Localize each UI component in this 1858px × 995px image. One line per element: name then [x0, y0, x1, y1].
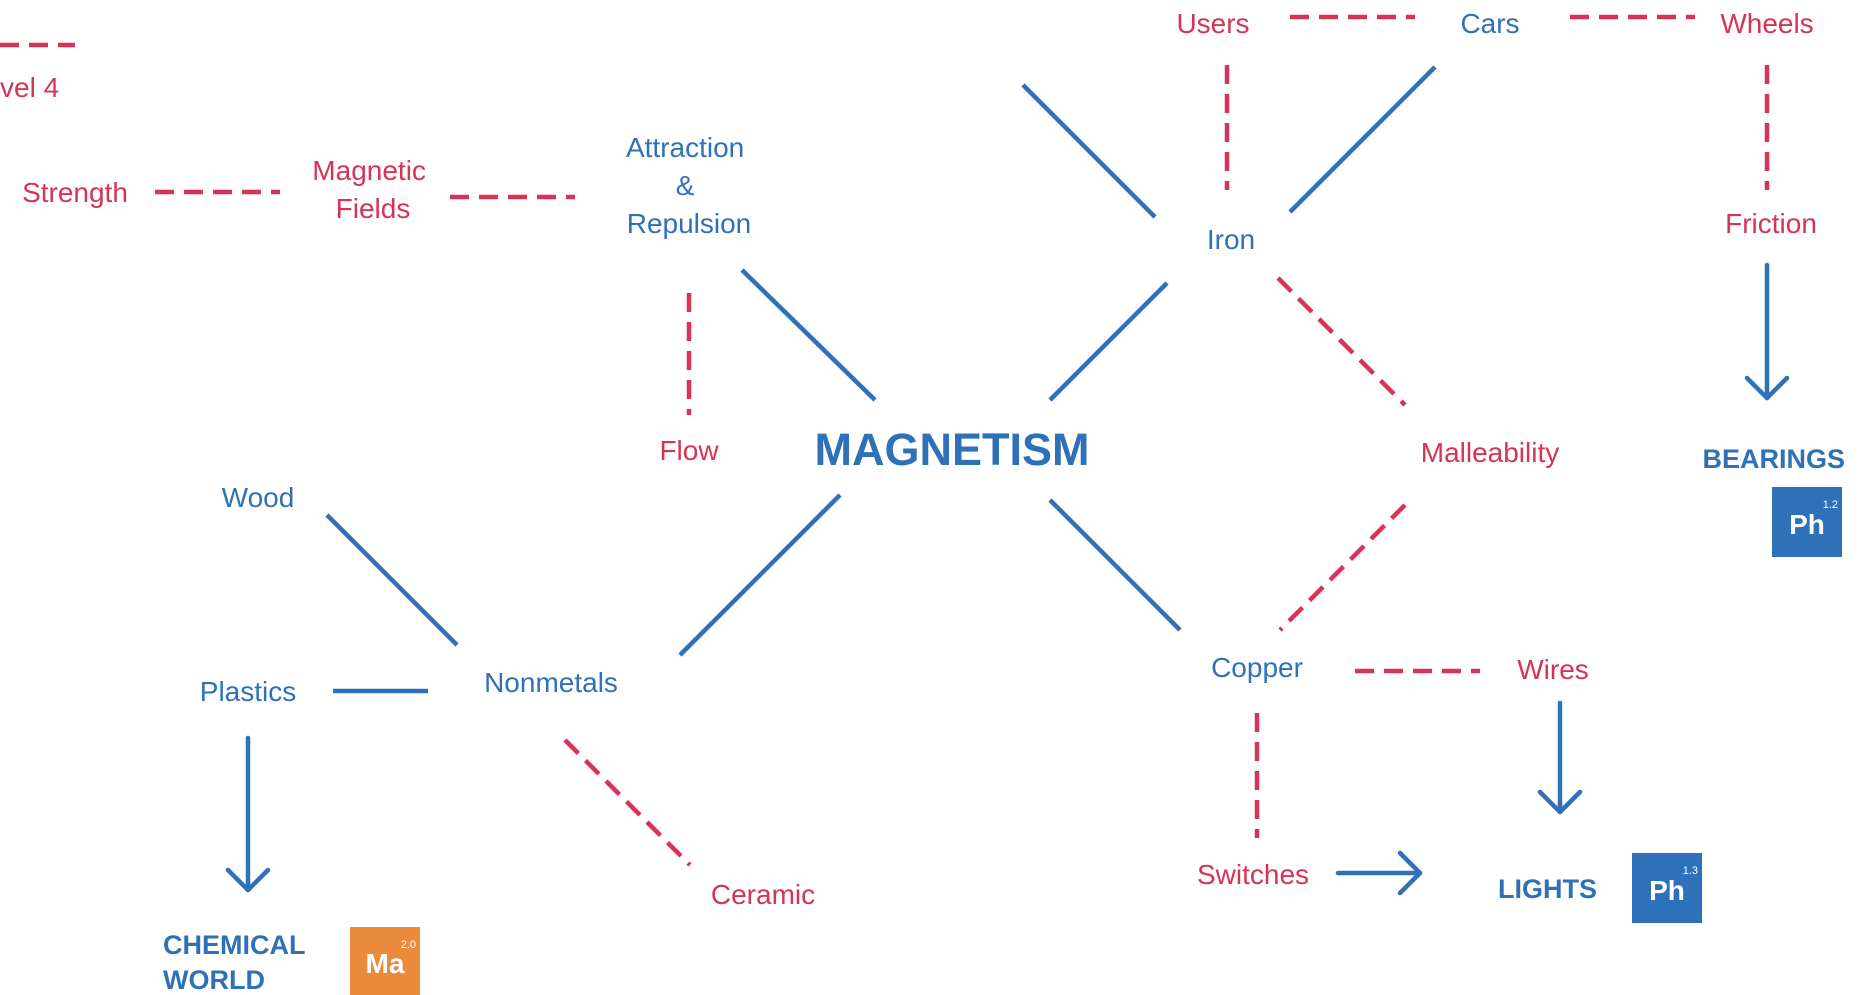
node-wires: Wires [1517, 654, 1589, 685]
node-copper: Copper [1211, 652, 1303, 683]
badge-bearings-number: 1.2 [1823, 499, 1838, 511]
link-magnetism-attraction [740, 268, 877, 402]
badge-bearings-symbol: Ph [1789, 509, 1825, 540]
badge-chemical-world-symbol: Ma [366, 948, 405, 979]
badge-chemical-world-number: 2.0 [401, 939, 416, 951]
link-nonmetals-ceramic [563, 738, 692, 867]
link-iron-cars [1288, 65, 1437, 214]
node-wood: Wood [222, 482, 295, 513]
badge-bearings: Ph 1.2 [1772, 487, 1842, 557]
node-strength: Strength [22, 177, 128, 208]
node-users: Users [1176, 8, 1249, 39]
legend-label: vel 4 [0, 72, 59, 103]
node-ceramic: Ceramic [711, 879, 815, 910]
link-iron-malleability [1276, 276, 1407, 407]
arrow-friction-bearings [1744, 262, 1790, 401]
node-cars: Cars [1460, 8, 1519, 39]
node-magnetic-fields-line1: Magnetic [312, 155, 426, 186]
badge-lights-box [1632, 853, 1702, 923]
node-nonmetals: Nonmetals [484, 667, 618, 698]
dest-chemical-world-label: CHEMICAL WORLD [163, 930, 313, 995]
badge-chemical-world: Ma 2.0 [350, 927, 420, 995]
link-magnetism-iron [1048, 281, 1169, 402]
node-flow: Flow [659, 435, 719, 466]
link-magnetism-copper [1048, 498, 1182, 632]
badge-lights-symbol: Ph [1649, 875, 1685, 906]
badge-chemical-world-box [350, 927, 420, 995]
connectors [0, 14, 1770, 867]
dest-chemical-world-line1: CHEMICAL [163, 930, 305, 960]
arrows [225, 262, 1790, 896]
node-friction: Friction [1725, 208, 1817, 239]
node-switches: Switches [1197, 859, 1309, 890]
node-attraction-line3: Repulsion [627, 208, 752, 239]
node-attraction-repulsion: Attraction & Repulsion [626, 132, 752, 239]
node-magnetic-fields: Magnetic Fields [312, 155, 433, 224]
node-plastics: Plastics [200, 676, 296, 707]
node-magnetic-fields-line2: Fields [336, 193, 411, 224]
link-magnetism-nonmetals [678, 493, 842, 657]
node-attraction-line1: Attraction [626, 132, 744, 163]
node-malleability: Malleability [1421, 437, 1560, 468]
arrow-plastics-chemical-world [225, 735, 271, 893]
arrow-wires-lights [1537, 700, 1583, 815]
arrow-switches-lights [1335, 850, 1423, 896]
dest-chemical-world-line2: WORLD [163, 965, 265, 995]
center-title: MAGNETISM [815, 424, 1090, 475]
badge-bearings-box [1772, 487, 1842, 557]
link-malleability-copper [1278, 503, 1407, 632]
badge-lights-number: 1.3 [1683, 865, 1698, 877]
dest-bearings-label: BEARINGS [1702, 444, 1845, 474]
link-wood-nonmetals [325, 513, 459, 647]
dest-lights-label: LIGHTS [1498, 874, 1597, 904]
node-attraction-line2: & [676, 170, 695, 201]
link-iron-users-left [1021, 83, 1157, 219]
badge-lights: Ph 1.3 [1632, 853, 1702, 923]
node-wheels: Wheels [1720, 8, 1813, 39]
node-iron: Iron [1207, 224, 1255, 255]
